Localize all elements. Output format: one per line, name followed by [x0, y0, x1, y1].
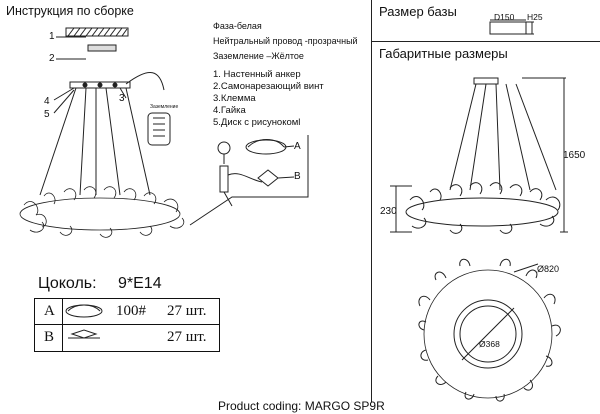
- disk-b: [257, 169, 279, 187]
- wire-neutral-note: Нейтральный провод -прозрачный: [213, 36, 358, 46]
- disk-b-icon: [68, 329, 100, 339]
- chandelier-body: [19, 186, 185, 238]
- table-row-a-qty: 27 шт.: [167, 303, 207, 319]
- part-3: 3.Клемма: [213, 93, 256, 104]
- base-height-label: H25: [527, 12, 543, 22]
- callout-b: B: [294, 171, 301, 182]
- suspension-cable: [39, 87, 151, 196]
- callout-3: 3: [119, 93, 125, 104]
- table-row-b-qty: 27 шт.: [167, 329, 207, 345]
- callout-2: 2: [49, 53, 55, 64]
- part-5: 5.Диск с рисунокомl: [213, 117, 301, 128]
- socket-value: 9*E14: [118, 275, 162, 292]
- assembly-title: Инструкция по сборке: [6, 4, 134, 18]
- part-4: 4.Гайка: [213, 105, 246, 116]
- canopy-plate: [69, 81, 131, 89]
- base-diameter-label: D150: [494, 12, 515, 22]
- callout-a: A: [294, 141, 301, 152]
- base-divider: [371, 41, 600, 42]
- disk-a-icon: [65, 304, 103, 318]
- table-row-divider: [35, 324, 219, 325]
- disk-a: [245, 139, 287, 155]
- overall-height-label: 1650: [563, 150, 586, 161]
- part-1: 1. Настенный анкер: [213, 69, 301, 80]
- base-size-title: Размер базы: [379, 4, 457, 19]
- inner-diameter-label: Ø368: [479, 339, 500, 349]
- callout-1: 1: [49, 31, 55, 42]
- ground-tag: Заземление: [150, 104, 179, 110]
- outer-diameter-label: Ø820: [537, 264, 560, 274]
- bulb-icon: [217, 141, 231, 155]
- table-row-b-letter: B: [44, 329, 55, 345]
- socket-label: Цоколь:: [38, 275, 97, 292]
- table-row-a-letter: A: [44, 303, 55, 319]
- body-height-label: 230: [380, 206, 397, 217]
- overall-dimensions-title: Габаритные размеры: [379, 46, 508, 61]
- overall-drawing: [390, 77, 568, 402]
- mounting-bracket: [87, 44, 117, 52]
- callout-4: 4: [44, 96, 50, 107]
- base-box: [489, 21, 527, 35]
- wire-phase-note: Фаза-белая: [213, 21, 262, 31]
- ceiling-hatch: [65, 27, 129, 37]
- vertical-divider: [371, 0, 372, 402]
- callout-5: 5: [44, 109, 50, 120]
- terminal-block: [147, 112, 171, 146]
- table-col-divider: [62, 299, 63, 351]
- wire-ground-note: Заземление –Жёлтое: [213, 51, 304, 61]
- table-row-a-code: 100#: [116, 303, 146, 319]
- product-coding: Product coding: MARGO SP9R: [218, 399, 385, 413]
- accessory-table: A 100# 27 шт. B 27 шт.: [34, 298, 220, 352]
- part-2: 2.Самонарезающий винт: [213, 81, 324, 92]
